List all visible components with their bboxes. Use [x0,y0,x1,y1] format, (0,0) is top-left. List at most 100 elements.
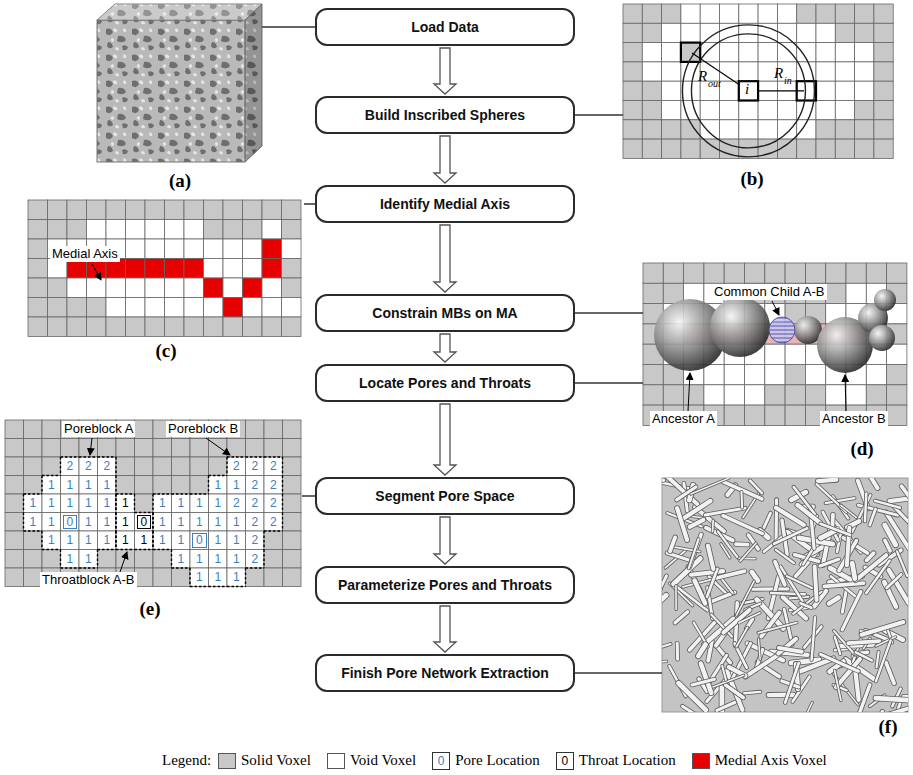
voxel [165,200,185,220]
voxel [739,4,758,23]
block-outline [115,513,116,532]
flow-arrow [434,404,456,475]
voxel-number: 2 [98,457,117,476]
voxel [5,568,24,587]
tube [692,679,714,685]
voxel [48,278,68,298]
voxel [887,405,907,425]
voxel [874,62,893,81]
tube [736,628,747,647]
voxel [126,317,146,337]
arrow-shape [434,517,456,564]
voxel [24,531,43,550]
block-outline [226,457,227,476]
process-box: Load Data [315,8,575,46]
voxel [204,239,224,259]
voxel [264,476,283,495]
block-outline [190,586,209,587]
voxel [98,439,117,458]
tube [856,652,872,660]
tube-shadow [830,515,836,527]
voxel [745,365,765,385]
voxel [855,43,874,62]
voxel [153,550,172,569]
tube-shadow [871,478,878,488]
voxel [5,476,24,495]
voxel [223,317,243,337]
voxel [835,23,854,42]
tube [662,576,666,590]
tube-shadow [860,685,870,712]
voxel-grid-e [5,420,301,587]
block-outline [152,513,153,532]
tube-shadow [800,603,811,607]
voxel [777,43,796,62]
voxel [681,81,700,100]
voxel [79,494,98,513]
voxel [264,550,283,569]
voxel [642,23,661,42]
tube-shadow [670,537,675,551]
tube-shadow [795,702,812,712]
flow-arrow [434,334,456,362]
tube-shadow [744,692,760,693]
voxel [24,457,43,476]
voxel [135,494,154,513]
block-outline [209,475,228,476]
voxel [227,531,246,550]
voxel [135,550,154,569]
voxel-number: 1 [153,513,172,532]
block-outline [24,493,43,494]
legend-swatch [327,753,345,769]
block-outline [116,549,135,550]
voxel-number: 1 [42,476,61,495]
voxel [42,550,61,569]
panel-label: (c) [155,340,176,362]
tube-shadow [723,516,762,534]
voxel [642,4,661,23]
tube-shadow [820,524,850,535]
tube-shadow [722,666,726,680]
leader-lines [262,27,662,673]
block-outline [42,475,61,476]
tube-shadow [736,628,747,647]
voxel-number: 1 [42,531,61,550]
block-outline [60,457,61,476]
voxel [745,405,765,425]
tube [689,539,699,568]
voxel [887,365,907,385]
tube [820,524,850,535]
voxel [720,81,739,100]
voxel [739,101,758,120]
voxel [662,101,681,120]
voxel [165,298,185,318]
voxel [135,531,154,550]
tube [662,478,664,482]
tube [842,591,846,612]
tube-shadow [752,572,758,581]
block-outline [23,494,24,513]
voxel [42,439,61,458]
voxel [87,298,107,318]
voxel-number: 1 [209,476,228,495]
box-text: Segment Pore Space [375,488,514,504]
block-outline [98,549,117,550]
tube-shadow [890,495,908,501]
voxel [209,550,228,569]
voxel [777,4,796,23]
voxel [805,385,825,405]
tube [848,641,879,643]
tube-shadow [785,663,798,703]
voxel [190,531,209,550]
voxel [145,220,165,240]
voxel [190,550,209,569]
tube-shadow [835,637,840,654]
tube-shadow [820,559,839,566]
voxel [87,200,107,220]
tube [785,663,798,703]
tube-shadow [824,583,863,586]
voxel-number: 1 [209,494,228,513]
voxel [48,220,68,240]
voxel [282,259,302,279]
